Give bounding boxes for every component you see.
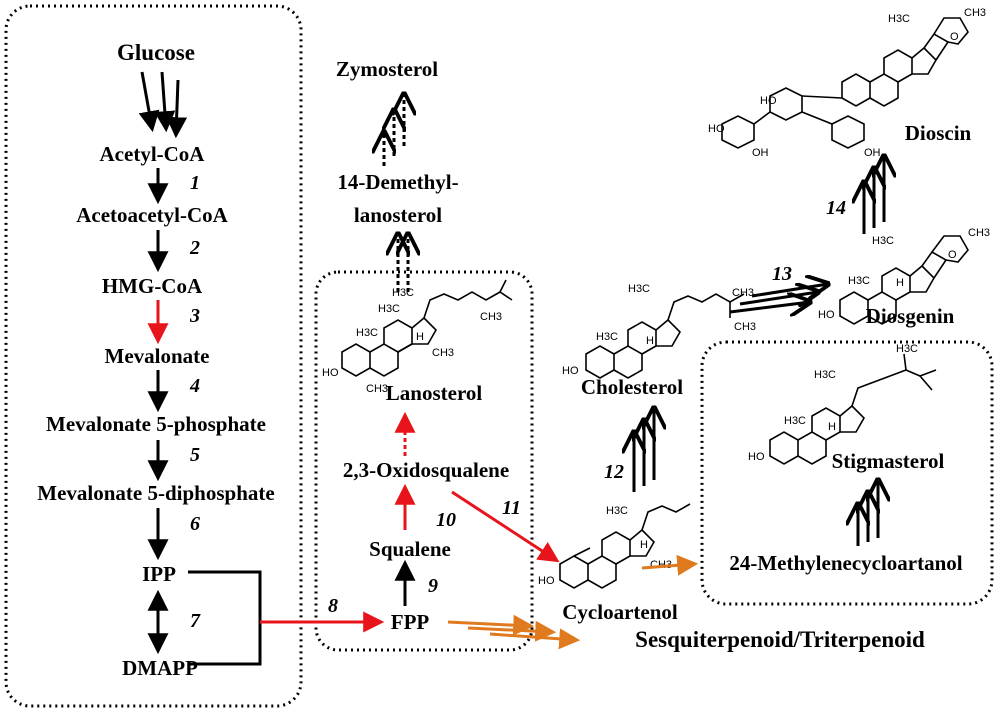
step-12-label: 12 xyxy=(604,461,624,483)
ipp-label: IPP xyxy=(142,562,176,586)
sterol-core-box xyxy=(314,270,534,652)
lanosterol-h3c-2: H3C xyxy=(378,303,400,315)
lanosterol-ho: HO xyxy=(322,367,339,379)
step-13-label: 13 xyxy=(772,263,792,285)
diosgenin-h3c-2: H3C xyxy=(848,275,870,287)
stigmasterol-h3c-3: H3C xyxy=(784,415,806,427)
ipp-dmapp-bracket xyxy=(188,570,262,666)
cholesterol-ch3-1: CH3 xyxy=(732,287,754,299)
cholesterol-h3c-1: H3C xyxy=(628,283,650,295)
lanosterol-structure xyxy=(341,279,513,377)
arrow-step-12 xyxy=(634,408,654,492)
dioscin-atom-labels: H3C CH3 O HO HO OH OH xyxy=(708,7,986,159)
cycloartenol-h: H xyxy=(640,539,648,551)
cholesterol-atom-labels: H3C H3C CH3 CH3 H HO xyxy=(562,283,756,377)
glucose-label: Glucose xyxy=(117,40,195,65)
acetoacetyl-coa-label: Acetoacetyl-CoA xyxy=(76,203,228,227)
arrow-step-13 xyxy=(729,284,828,312)
diosgenin-structure xyxy=(839,235,969,325)
arrow-methylenecycloartanol-to-stigmasterol xyxy=(858,480,878,546)
mva-pathway-box xyxy=(4,4,303,708)
dioscin-ch3: CH3 xyxy=(964,7,986,19)
stigmasterol-structure xyxy=(769,353,937,465)
arrow-cycloartenol-to-methylenecycloartanol xyxy=(641,554,699,576)
sesquiterpenoid-label: Sesquiterpenoid/Triterpenoid xyxy=(635,627,925,652)
arrow-demethyl-to-zymosterol xyxy=(384,94,404,166)
demethyl-lanosterol-line2: lanosterol xyxy=(354,203,442,227)
step-9-label: 9 xyxy=(428,575,438,597)
step-14-label: 14 xyxy=(826,197,846,219)
lanosterol-ch3-1: CH3 xyxy=(480,311,502,323)
cholesterol-ch3-2: CH3 xyxy=(734,321,756,333)
diosgenin-h: H xyxy=(896,277,904,289)
demethyl-lanosterol-line1: 14-Demethyl- xyxy=(337,170,458,194)
stigmasterol-h3c-2: H3C xyxy=(814,369,836,381)
cholesterol-h: H xyxy=(646,335,654,347)
dioscin-ho-1: HO xyxy=(760,95,777,107)
mevalonate-5-diphosphate-label: Mevalonate 5-diphosphate xyxy=(37,481,274,505)
lanosterol-label: Lanosterol xyxy=(386,381,483,405)
fpp-label: FPP xyxy=(391,610,430,634)
cholesterol-h3c-2: H3C xyxy=(596,331,618,343)
arrow-lanosterol-to-demethyl xyxy=(398,234,408,292)
diosgenin-label: Diosgenin xyxy=(866,304,955,328)
arrow-fpp-to-sesquiterpenoid xyxy=(447,614,581,650)
zymosterol-label: Zymosterol xyxy=(336,57,438,81)
step-4-label: 4 xyxy=(189,375,200,397)
step-10-label: 10 xyxy=(436,509,456,531)
methylenecycloartanol-label: 24-Methylenecycloartanol xyxy=(729,551,962,575)
squalene-label: Squalene xyxy=(369,537,451,561)
cycloartenol-h3c: H3C xyxy=(606,505,628,517)
cycloartenol-ho: HO xyxy=(538,575,555,587)
step-1-label: 1 xyxy=(190,172,200,194)
dioscin-structure xyxy=(721,17,969,149)
acetyl-coa-label: Acetyl-CoA xyxy=(100,142,206,166)
step-8-label: 8 xyxy=(328,595,338,617)
dmapp-label: DMAPP xyxy=(122,656,198,680)
phytosterol-box xyxy=(700,340,994,606)
glucose-multi-arrow xyxy=(138,71,188,139)
step-7-label: 7 xyxy=(190,610,201,632)
hmg-coa-label: HMG-CoA xyxy=(102,274,203,298)
lanosterol-ch3-2: CH3 xyxy=(432,347,454,359)
step-2-label: 2 xyxy=(189,237,200,259)
dioscin-h3c: H3C xyxy=(888,13,910,25)
dioscin-ho-2: HO xyxy=(708,123,725,135)
dioscin-oh-1: OH xyxy=(752,147,769,159)
diosgenin-atom-labels: H3C H3C CH3 O H HO xyxy=(818,227,990,321)
step-3-label: 3 xyxy=(189,305,200,327)
stigmasterol-h: H xyxy=(828,421,836,433)
cycloartenol-label: Cycloartenol xyxy=(562,600,678,624)
step-5-label: 5 xyxy=(190,444,200,466)
cholesterol-structure xyxy=(585,293,745,379)
lanosterol-h3c-3: H3C xyxy=(356,327,378,339)
stigmasterol-h3c-1: H3C xyxy=(896,343,918,355)
lanosterol-h: H xyxy=(416,331,424,343)
step-11-label: 11 xyxy=(502,497,521,519)
stigmasterol-label: Stigmasterol xyxy=(832,449,945,473)
lanosterol-h3c-1: H3C xyxy=(392,287,414,299)
diosgenin-h3c-1: H3C xyxy=(872,235,894,247)
arrow-step-14 xyxy=(864,156,884,234)
dioscin-o: O xyxy=(950,31,959,43)
step-6-label: 6 xyxy=(190,513,200,535)
stigmasterol-atom-labels: H3C H3C H3C H HO xyxy=(748,343,918,463)
oxidosqualene-label: 2,3-Oxidosqualene xyxy=(343,458,509,482)
cholesterol-ho: HO xyxy=(562,365,579,377)
diosgenin-o: O xyxy=(948,249,957,261)
arrow-step-11 xyxy=(451,490,560,563)
diosgenin-ho: HO xyxy=(818,309,835,321)
diosgenin-ch3: CH3 xyxy=(968,227,990,239)
cholesterol-label: Cholesterol xyxy=(581,375,683,399)
dioscin-oh-2: OH xyxy=(864,147,881,159)
cycloartenol-structure xyxy=(559,503,691,589)
dioscin-label: Dioscin xyxy=(905,121,972,145)
lanosterol-ch3-3: CH3 xyxy=(366,383,388,395)
stigmasterol-ho: HO xyxy=(748,451,765,463)
mevalonate-label: Mevalonate xyxy=(105,344,210,368)
mevalonate-5-phosphate-label: Mevalonate 5-phosphate xyxy=(46,412,266,436)
